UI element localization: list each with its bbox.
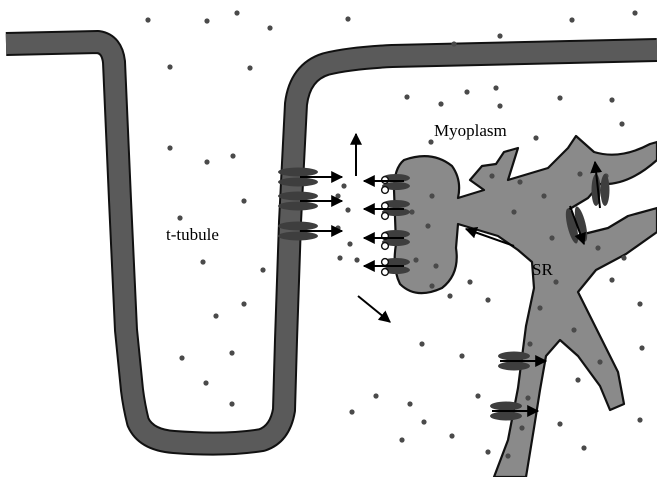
myoplasm-label: Myoplasm: [434, 121, 507, 140]
open-channel-circles: [382, 177, 389, 276]
t-tubule-label: t-tubule: [166, 225, 219, 244]
sr-label: SR: [532, 260, 553, 279]
sl-label: SL: [213, 452, 233, 471]
sarcoplasmic-reticulum: [394, 136, 657, 477]
